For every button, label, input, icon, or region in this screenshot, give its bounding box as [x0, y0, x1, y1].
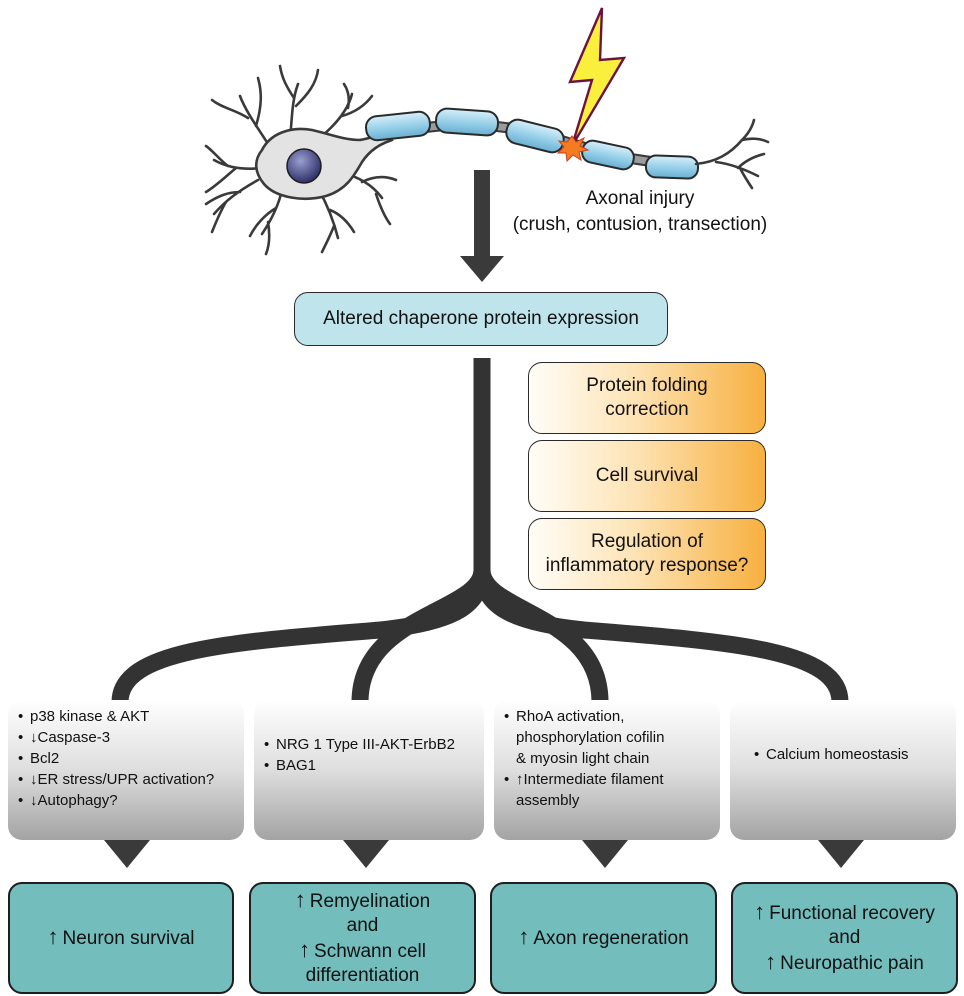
lightning-bolt-icon: [556, 7, 627, 163]
mechanism-item-text: p38 kinase & AKT: [30, 708, 150, 725]
outcome-line: differentiation: [306, 964, 420, 988]
up-arrow-icon: ↑: [294, 887, 306, 912]
effect-box-inflammatory: Regulation of inflammatory response?: [528, 518, 766, 590]
outcome-text: and: [346, 915, 379, 936]
mechanism-item: RhoA activation,: [504, 706, 720, 727]
mechanism-item-text: & myosin light chain: [516, 750, 650, 767]
outcome-text: Functional recovery: [769, 903, 935, 924]
down-arrow-icon: ↓: [30, 729, 38, 746]
outcome-box-axon-regeneration: ↑Axon regeneration: [490, 882, 717, 994]
injury-subtitle: (crush, contusion, transection): [512, 214, 768, 235]
mechanism-list: p38 kinase & AKT↓Caspase-3Bcl2↓ER stress…: [18, 706, 244, 811]
main-arrow-shaft: [474, 170, 490, 260]
mechanism-item-text: ER stress/UPR activation?: [37, 771, 215, 788]
mechanism-box-schwann: NRG 1 Type III-AKT-ErbB2BAG1: [254, 700, 484, 840]
mechanism-list: Calcium homeostasis: [754, 744, 956, 765]
mechanism-item: Bcl2: [18, 748, 244, 769]
outcome-line: ↑Remyelination: [295, 888, 430, 914]
mechanism-item: ↓Autophagy?: [18, 790, 244, 811]
mechanism-item-text: NRG 1 Type III-AKT-ErbB2: [276, 736, 455, 753]
mechanism-item: & myosin light chain: [504, 748, 720, 769]
mechanism-item-text: Intermediate filament: [523, 771, 664, 788]
mechanism-box-calcium: Calcium homeostasis: [730, 700, 956, 840]
outcome-text: differentiation: [305, 965, 420, 986]
mechanism-list: RhoA activation, phosphorylation cofilin &…: [504, 706, 720, 811]
outcome-text: Neuron survival: [62, 928, 195, 949]
effect-text: Regulation of: [591, 531, 703, 552]
mechanism-box-axon: RhoA activation, phosphorylation cofilin &…: [494, 700, 720, 840]
outcome-box-neuron-survival: ↑Neuron survival: [8, 882, 234, 994]
outcome-line: ↑Neuron survival: [48, 925, 195, 951]
outcome-line: ↑Functional recovery: [754, 900, 935, 926]
mechanism-list: NRG 1 Type III-AKT-ErbB2BAG1: [264, 734, 484, 776]
altered-chaperone-text: Altered chaperone protein expression: [323, 308, 639, 329]
mechanism-box-neuron: p38 kinase & AKT↓Caspase-3Bcl2↓ER stress…: [8, 700, 244, 840]
up-arrow-icon: ↑: [518, 924, 530, 949]
mechanism-item: ↓Caspase-3: [18, 727, 244, 748]
flow-connectors: [460, 170, 504, 282]
altered-chaperone-box: Altered chaperone protein expression: [294, 292, 668, 346]
mechanism-item-text: RhoA activation,: [516, 708, 625, 725]
outcome-line: and: [347, 914, 379, 938]
outcome-line: ↑Schwann cell: [299, 938, 426, 964]
outcome-text: Schwann cell: [314, 941, 426, 962]
neuron-illustration: [204, 64, 770, 256]
injury-title: Axonal injury: [585, 188, 695, 209]
down-arrow-icon: ↓: [30, 771, 38, 788]
up-arrow-icon: ↑: [299, 937, 311, 962]
mechanism-item: Calcium homeostasis: [754, 744, 956, 765]
effect-text: Protein folding: [586, 375, 708, 396]
injury-spark-icon: [556, 135, 590, 163]
effect-text: inflammatory response?: [545, 555, 749, 576]
up-arrow-icon: ↑: [516, 771, 524, 788]
effect-text: correction: [605, 399, 689, 420]
mechanism-item: BAG1: [264, 755, 484, 776]
effect-text: Cell survival: [595, 465, 699, 486]
mechanism-item: ↑Intermediate filament: [504, 769, 720, 790]
mechanism-item: NRG 1 Type III-AKT-ErbB2: [264, 734, 484, 755]
mechanism-item: phosphorylation cofilin: [504, 727, 720, 748]
myelin-sheath: [365, 107, 700, 180]
cell-body: [254, 127, 394, 200]
outcome-line: ↑Neuropathic pain: [765, 950, 924, 976]
mechanism-item-text: Caspase-3: [37, 729, 111, 746]
outcome-text: Remyelination: [309, 891, 431, 912]
outcome-line: ↑Axon regeneration: [518, 925, 688, 951]
up-arrow-icon: ↑: [754, 899, 766, 924]
up-arrow-icon: ↑: [765, 949, 777, 974]
down-arrow-icon: ↓: [30, 792, 38, 809]
main-arrow-head: [460, 256, 504, 282]
mechanism-item: assembly: [504, 790, 720, 811]
axonal-injury-label: Axonal injury (crush, contusion, transec…: [490, 186, 790, 238]
mechanism-item: p38 kinase & AKT: [18, 706, 244, 727]
mechanism-item-text: BAG1: [276, 757, 317, 774]
mechanism-item: ↓ER stress/UPR activation?: [18, 769, 244, 790]
effect-box-cell-survival: Cell survival: [528, 440, 766, 512]
axon-terminals: [694, 118, 770, 190]
nucleus: [286, 148, 322, 184]
mechanism-item-text: Autophagy?: [37, 792, 118, 809]
mechanism-item-text: Calcium homeostasis: [766, 746, 909, 763]
branch-tree: [111, 358, 849, 703]
mechanism-item-text: phosphorylation cofilin: [516, 729, 665, 746]
outcome-text: Neuropathic pain: [780, 953, 924, 974]
effect-box-protein-folding: Protein folding correction: [528, 362, 766, 434]
outcome-text: and: [828, 927, 861, 948]
mechanism-item-text: assembly: [516, 792, 580, 809]
up-arrow-icon: ↑: [47, 924, 59, 949]
mechanism-item-text: Bcl2: [30, 750, 60, 767]
outcome-text: Axon regeneration: [533, 928, 689, 949]
outcome-line: and: [829, 926, 861, 950]
